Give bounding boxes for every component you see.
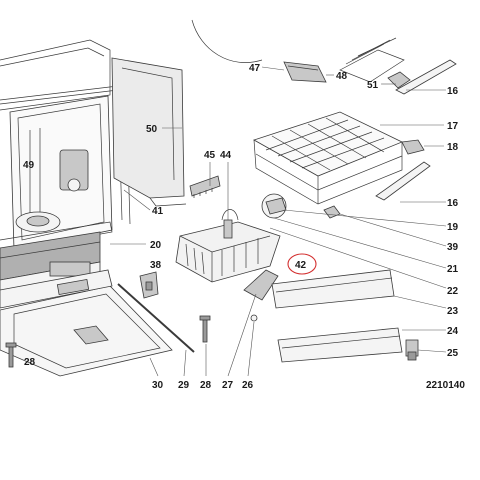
callout-17: 17 xyxy=(447,121,459,132)
callout-28-right: 28 xyxy=(200,380,212,391)
callout-51: 51 xyxy=(367,80,379,91)
callout-39: 20 xyxy=(150,240,162,251)
leader-lines xyxy=(110,66,447,377)
callout-27: 27 xyxy=(222,380,234,391)
callout-23: 23 xyxy=(447,306,459,317)
callout-labels: 47 48 51 16 50 17 18 49 45 44 16 41 19 2… xyxy=(23,63,465,391)
callout-29: 29 xyxy=(178,380,190,391)
clip-18 xyxy=(401,139,425,155)
part-27 xyxy=(243,269,279,301)
screw-28-right xyxy=(199,315,211,343)
spray-arm-51 xyxy=(339,37,411,89)
highlight-ring-42 xyxy=(287,253,317,275)
callout-21: 21 xyxy=(447,264,459,275)
dishwasher-tub xyxy=(0,39,131,293)
callout-30: 30 xyxy=(152,380,164,391)
callout-47: 47 xyxy=(249,63,261,74)
callout-22: 22 xyxy=(447,286,459,297)
comb-45 xyxy=(189,175,221,198)
callout-44: 44 xyxy=(220,150,232,161)
screw-28-left xyxy=(5,342,17,368)
callout-20: 39 xyxy=(447,242,459,253)
hinge-38 xyxy=(139,271,159,299)
door-assembly xyxy=(0,269,173,377)
callout-38: 38 xyxy=(150,260,162,271)
nozzle-19 xyxy=(261,193,287,219)
bar-23 xyxy=(271,269,395,309)
part-26 xyxy=(250,314,258,322)
callout-26: 26 xyxy=(242,380,254,391)
callout-49: 49 xyxy=(23,160,35,171)
bracket-48 xyxy=(283,61,327,83)
callout-41: 41 xyxy=(152,206,164,217)
bar-24 xyxy=(277,327,403,363)
callout-50: 50 xyxy=(146,124,158,135)
callout-19: 19 xyxy=(447,222,459,233)
callout-16-lower: 16 xyxy=(447,198,459,209)
curved-cover xyxy=(191,19,263,63)
rail-16-upper xyxy=(395,59,457,95)
callout-16-upper: 16 xyxy=(447,86,459,97)
callout-24: 24 xyxy=(447,326,459,337)
upper-rack xyxy=(253,111,403,205)
rod-29 xyxy=(117,283,195,353)
side-panel-50 xyxy=(111,57,187,207)
callout-42: 42 xyxy=(295,260,307,271)
callout-18: 18 xyxy=(447,142,459,153)
callout-28-left: 28 xyxy=(24,357,36,368)
callout-45: 45 xyxy=(204,150,216,161)
rail-16-lower xyxy=(375,161,431,201)
clip-20 xyxy=(323,205,341,219)
callout-25: 25 xyxy=(447,348,459,359)
callout-48: 48 xyxy=(336,71,348,82)
part-25 xyxy=(405,339,419,361)
reference-code: 2210140 xyxy=(426,380,465,391)
